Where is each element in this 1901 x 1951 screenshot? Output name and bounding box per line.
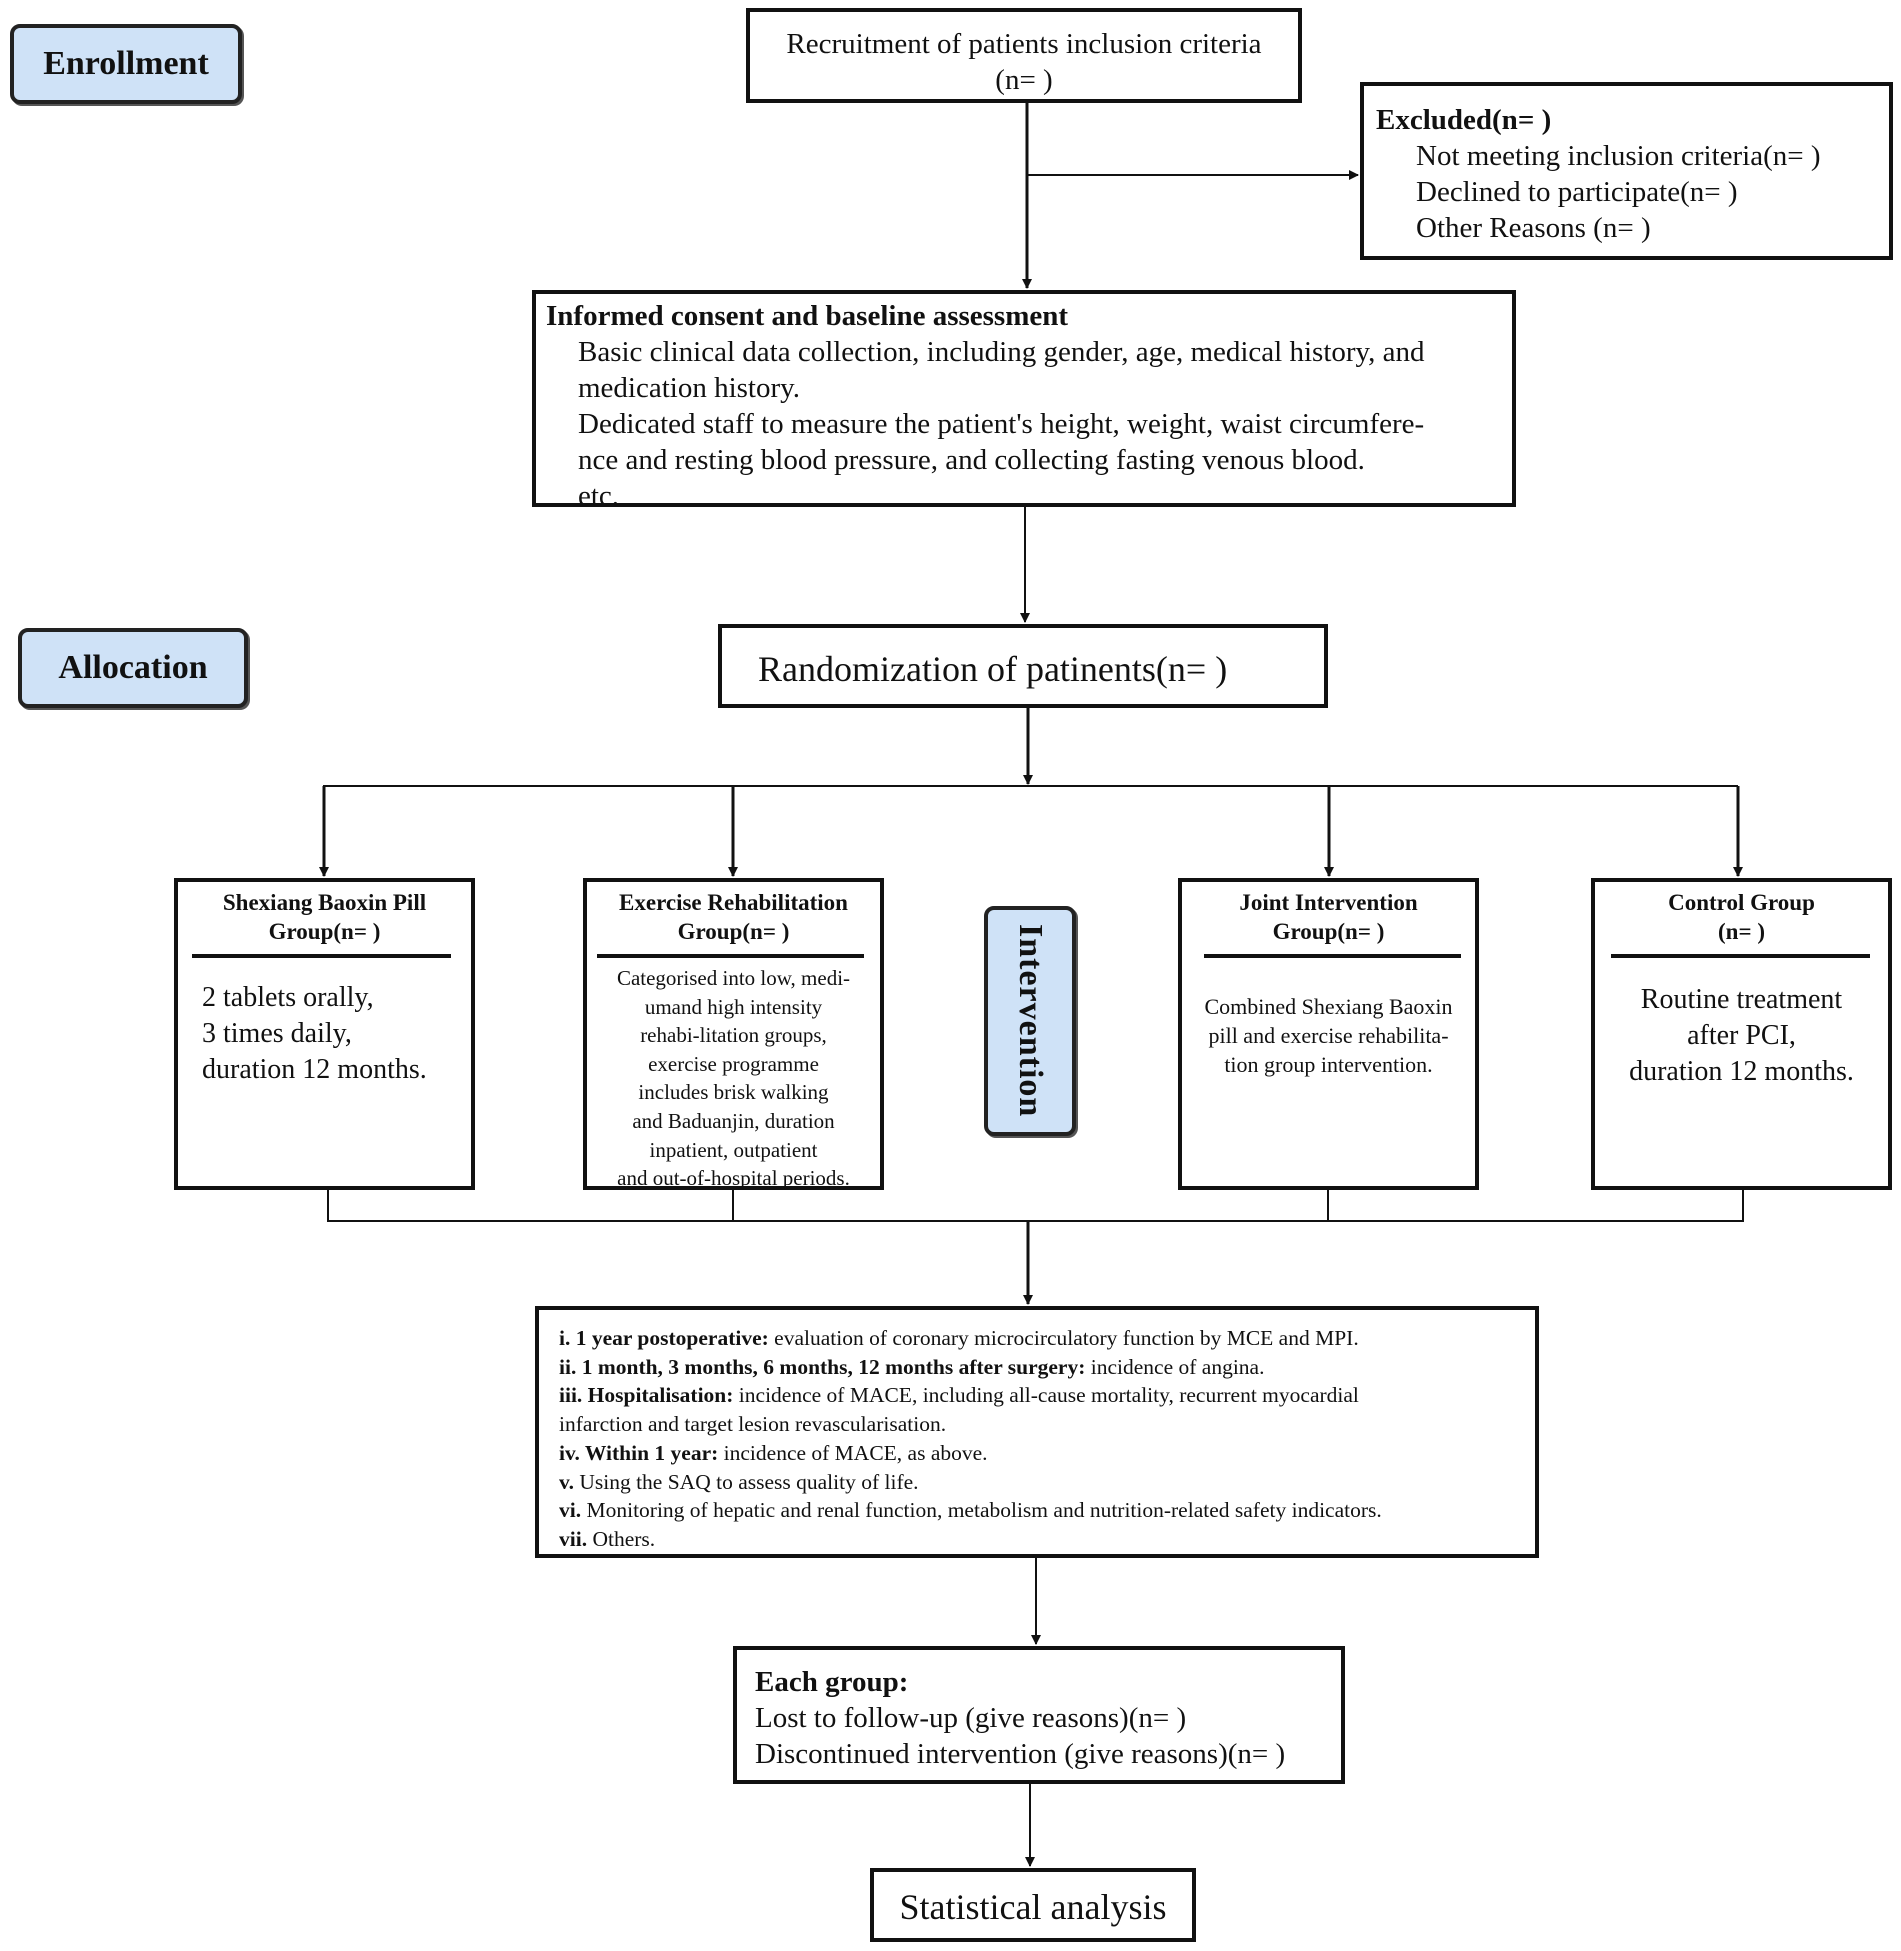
outcome-line: i. 1 year postoperative: evaluation of c… (559, 1324, 1535, 1353)
group-body-line: rehabi-litation groups, (640, 1023, 827, 1048)
followup-box: Each group: Lost to follow-up (give reas… (733, 1646, 1345, 1784)
group-title-line: Group(n= ) (1272, 919, 1385, 944)
followup-line: Discontinued intervention (give reasons)… (755, 1738, 1286, 1770)
group-body: 2 tablets orally, 3 times daily, duratio… (178, 958, 471, 1088)
group-body-line: after PCI, (1687, 1020, 1796, 1051)
group-title-line: Exercise Rehabilitation (619, 890, 848, 915)
group-body-line: and out-of-hospital periods. (617, 1166, 850, 1191)
consent-line: medication history. (578, 372, 801, 404)
consent-line: etc. (578, 480, 620, 512)
consent-line: Dedicated staff to measure the patient's… (578, 408, 1425, 440)
outcome-text: Monitoring of hepatic and renal function… (581, 1498, 1382, 1523)
group-body-line: exercise programme (648, 1051, 819, 1076)
group-body-line: inpatient, outpatient (649, 1137, 818, 1162)
consent-line: Basic clinical data collection, includin… (578, 336, 1425, 368)
stage-label-enrollment: Enrollment (10, 24, 242, 104)
group-divider (1611, 954, 1870, 958)
outcome-line: ii. 1 month, 3 months, 6 months, 12 mont… (559, 1353, 1535, 1382)
group-title-line: Group(n= ) (268, 919, 381, 944)
consent-baseline-box: Informed consent and baseline assessment… (532, 290, 1516, 512)
outcome-text: incidence of MACE, as above. (718, 1440, 988, 1465)
outcome-text: infarction and target lesion revasculari… (559, 1412, 947, 1437)
outcome-label: iii. Hospitalisation: (559, 1383, 734, 1408)
group-divider (1204, 954, 1461, 958)
group-title-line: Control Group (1668, 890, 1815, 915)
group-title-line: Shexiang Baoxin Pill (222, 890, 427, 915)
group-title: Joint Intervention Group(n= ) (1182, 882, 1475, 946)
group-body-line: includes brisk walking (638, 1080, 829, 1105)
group-title: Exercise Rehabilitation Group(n= ) (587, 882, 880, 946)
group-body-line: Combined Shexiang Baoxin (1204, 994, 1453, 1019)
group-body-line: umand high intensity (644, 994, 823, 1019)
followup-title: Each group: (755, 1666, 909, 1698)
stage-label-allocation: Allocation (18, 628, 248, 708)
statistical-analysis-text: Statistical analysis (899, 1887, 1167, 1927)
outcome-label: vii. (559, 1526, 588, 1551)
group-box-control: Control Group (n= ) Routine treatment af… (1591, 878, 1892, 1190)
group-body-line: tion group intervention. (1224, 1052, 1433, 1077)
group-title-line: (n= ) (1718, 919, 1765, 944)
group-divider (597, 954, 864, 958)
group-title-line: Joint Intervention (1239, 890, 1418, 915)
outcome-label: i. 1 year postoperative: (559, 1326, 769, 1350)
group-body-line: Routine treatment (1640, 984, 1843, 1015)
outcome-label: ii. 1 month, 3 months, 6 months, 12 mont… (559, 1354, 1086, 1379)
group-title-line: Group(n= ) (677, 919, 790, 944)
excluded-box: Excluded(n= ) Not meeting inclusion crit… (1360, 82, 1893, 260)
outcomes-box: i. 1 year postoperative: evaluation of c… (535, 1306, 1539, 1558)
group-title: Control Group (n= ) (1595, 882, 1888, 946)
outcome-text: Using the SAQ to assess quality of life. (573, 1469, 919, 1494)
outcome-text: Others. (587, 1526, 656, 1551)
outcome-text: incidence of angina. (1085, 1354, 1265, 1379)
outcome-line: infarction and target lesion revasculari… (559, 1410, 1535, 1439)
group-box-joint-intervention: Joint Intervention Group(n= ) Combined S… (1178, 878, 1479, 1190)
excluded-title: Excluded(n= ) (1376, 104, 1552, 136)
excluded-item: Other Reasons (n= ) (1416, 212, 1651, 244)
followup-line: Lost to follow-up (give reasons)(n= ) (755, 1702, 1187, 1734)
group-body-line: pill and exercise rehabilita- (1208, 1023, 1449, 1048)
group-body: Categorised into low, medi- umand high i… (587, 958, 880, 1193)
outcome-line: iii. Hospitalisation: incidence of MACE,… (559, 1381, 1535, 1410)
outcome-line: iv. Within 1 year: incidence of MACE, as… (559, 1439, 1535, 1468)
randomization-box: Randomization of patinents(n= ) (718, 624, 1328, 708)
stage-label-intervention: Intervention (984, 906, 1076, 1136)
randomization-text: Randomization of patinents(n= ) (758, 649, 1228, 689)
group-body-line: and Baduanjin, duration (632, 1108, 835, 1133)
outcome-label: iv. Within 1 year: (559, 1440, 719, 1465)
group-body: Combined Shexiang Baoxin pill and exerci… (1182, 958, 1475, 1079)
stage-label-enrollment-text: Enrollment (43, 45, 209, 82)
stage-label-allocation-text: Allocation (58, 649, 208, 686)
excluded-item: Declined to participate(n= ) (1416, 176, 1738, 208)
consent-line: nce and resting blood pressure, and coll… (578, 444, 1365, 476)
group-body-line: Categorised into low, medi- (616, 966, 851, 990)
outcome-label: v. (559, 1469, 574, 1494)
group-body-line: 3 times daily, (202, 1018, 352, 1049)
outcome-text: evaluation of coronary microcirculatory … (768, 1326, 1359, 1350)
group-title: Shexiang Baoxin Pill Group(n= ) (178, 882, 471, 946)
recruitment-line-2: (n= ) (995, 64, 1053, 96)
group-body-line: 2 tablets orally, (202, 982, 374, 1013)
excluded-item: Not meeting inclusion criteria(n= ) (1416, 140, 1821, 172)
group-divider (192, 954, 451, 958)
outcome-label: vi. (559, 1498, 582, 1523)
outcome-line: vi. Monitoring of hepatic and renal func… (559, 1496, 1535, 1525)
consent-title: Informed consent and baseline assessment (546, 300, 1069, 332)
outcome-line: v. Using the SAQ to assess quality of li… (559, 1468, 1535, 1497)
recruitment-box: Recruitment of patients inclusion criter… (746, 8, 1302, 103)
group-box-shexiang-baoxin: Shexiang Baoxin Pill Group(n= ) 2 tablet… (174, 878, 475, 1190)
group-body: Routine treatment after PCI, duration 12… (1595, 958, 1888, 1090)
stage-label-intervention-text: Intervention (1012, 924, 1049, 1118)
group-body-line: duration 12 months. (202, 1054, 427, 1085)
recruitment-line-1: Recruitment of patients inclusion criter… (786, 28, 1262, 60)
outcome-line: vii. Others. (559, 1525, 1535, 1554)
group-box-exercise-rehabilitation: Exercise Rehabilitation Group(n= ) Categ… (583, 878, 884, 1190)
outcome-text: incidence of MACE, including all-cause m… (733, 1383, 1359, 1408)
group-body-line: duration 12 months. (1629, 1056, 1854, 1087)
statistical-analysis-box: Statistical analysis (870, 1868, 1196, 1942)
